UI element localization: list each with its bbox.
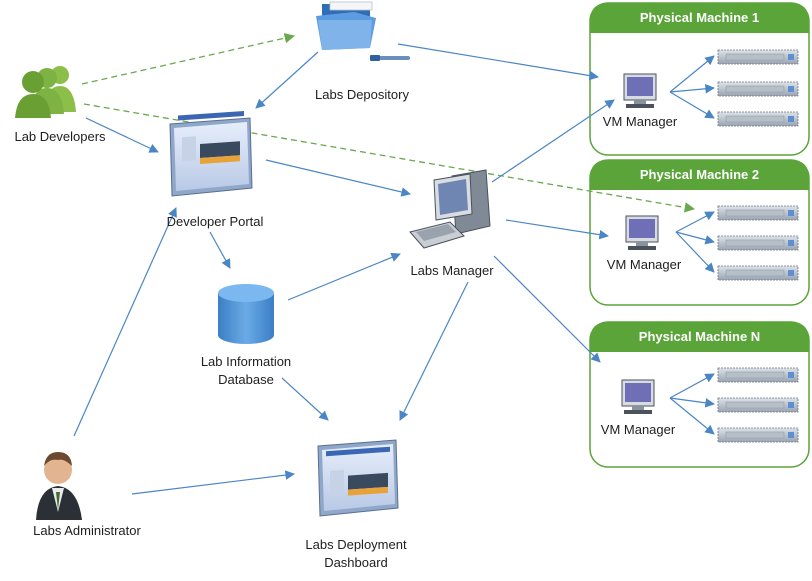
arrow-labs-manager-to-vm2 — [505, 219, 609, 240]
labs-administrator-icon — [36, 452, 82, 520]
vm-manager-2-label: VM Manager — [606, 257, 682, 272]
lab-information-database-icon — [218, 284, 274, 344]
arrow-portal-to-labs-manager — [265, 159, 411, 197]
arrow-developers-to-portal — [85, 117, 159, 153]
lab-information-database-label-line1: Lab Information — [200, 354, 292, 369]
lab-developers-icon — [15, 66, 76, 118]
server-unit-2-1-icon — [717, 205, 799, 221]
labs-manager-computer-icon — [409, 169, 491, 249]
server-unit-n-1-icon — [717, 367, 799, 383]
arrow-database-to-labs-manager — [287, 252, 401, 301]
labs-deployment-dashboard-label-line1: Labs Deployment — [305, 537, 407, 552]
arrow-labs-manager-to-vm1 — [491, 99, 615, 183]
arrow-vm-2-to-server-1 — [675, 211, 715, 233]
arrow-vm-1-to-server-2 — [669, 84, 715, 94]
labs-depository-folder-icon — [316, 1, 410, 61]
lab-developers-label: Lab Developers — [14, 129, 106, 144]
developer-portal-label: Developer Portal — [166, 214, 264, 229]
server-unit-1-1-icon — [717, 49, 799, 65]
arrow-labs-manager-to-dashboard — [399, 281, 469, 421]
vm-manager-n-monitor-icon — [621, 379, 655, 414]
labs-administrator-label: Labs Administrator — [33, 523, 141, 538]
server-unit-1-2-icon — [717, 81, 799, 97]
labs-deployment-dashboard-label-line2: Dashboard — [324, 555, 388, 570]
labs-deployment-dashboard-icon — [317, 439, 399, 517]
server-unit-n-2-icon — [717, 397, 799, 413]
physical-machine-n-title: Physical Machine N — [638, 329, 761, 344]
arrow-database-to-dashboard — [281, 377, 329, 421]
arrow-vm-1-to-server-1 — [669, 55, 715, 93]
labs-manager-label: Labs Manager — [410, 263, 494, 278]
arrow-depository-to-portal — [255, 51, 319, 109]
arrow-vm-n-to-server-1 — [669, 373, 715, 399]
server-unit-2-3-icon — [717, 265, 799, 281]
arrow-vm-2-to-server-3 — [675, 231, 715, 273]
arrow-vm-2-to-server-2 — [675, 231, 715, 245]
developer-portal-icon — [169, 110, 253, 197]
labs-depository-label: Labs Depository — [315, 87, 409, 102]
arrow-depository-to-machine1 — [397, 43, 599, 81]
arrow-developers-to-machine2 — [83, 103, 696, 213]
arrow-developers-to-depository — [81, 32, 296, 85]
arrow-administrator-to-portal — [73, 207, 177, 437]
server-unit-2-2-icon — [717, 235, 799, 251]
lab-information-database-label: Lab Information Database — [176, 353, 316, 389]
vm-manager-2-monitor-icon — [625, 215, 659, 250]
arrow-portal-to-database — [209, 231, 231, 269]
labs-deployment-dashboard-label: Labs Deployment Dashboard — [284, 536, 428, 572]
lab-information-database-label-line2: Database — [218, 372, 274, 387]
arrow-labs-manager-to-vmn — [493, 255, 601, 363]
arrow-administrator-to-dashboard — [131, 470, 295, 495]
arrow-vm-n-to-server-3 — [669, 397, 715, 435]
server-unit-n-3-icon — [717, 427, 799, 443]
physical-machine-2-title: Physical Machine 2 — [639, 167, 760, 182]
arrow-vm-1-to-server-3 — [669, 91, 715, 119]
vm-manager-1-label: VM Manager — [602, 114, 678, 129]
vm-manager-n-label: VM Manager — [600, 422, 676, 437]
vm-manager-1-monitor-icon — [623, 73, 657, 108]
arrow-vm-n-to-server-2 — [669, 397, 715, 408]
server-unit-1-3-icon — [717, 111, 799, 127]
physical-machine-1-title: Physical Machine 1 — [639, 10, 760, 25]
